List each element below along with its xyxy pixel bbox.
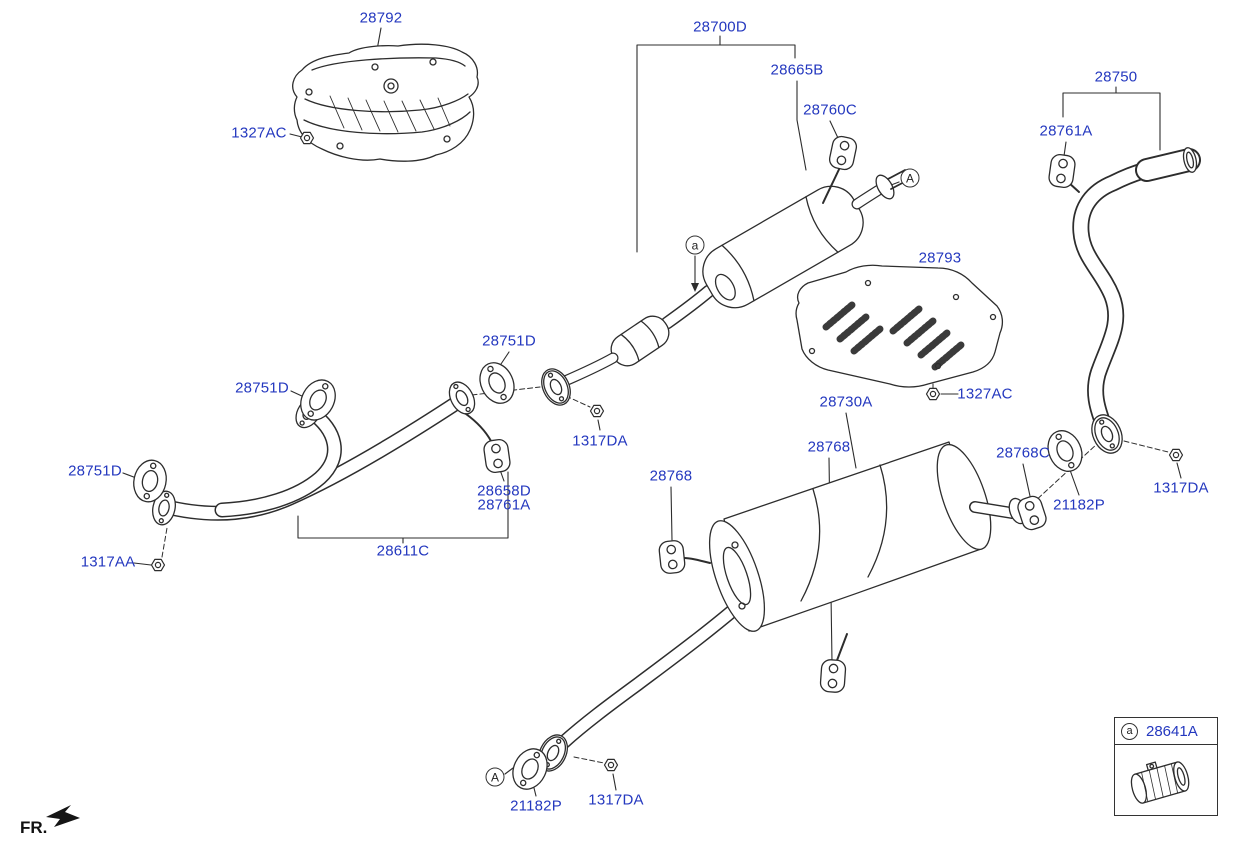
tail-pipe [1067, 147, 1201, 455]
heat-shield-lower [795, 264, 1004, 388]
gasket-28751d-mid [472, 356, 522, 410]
hanger-28768-bottom [819, 658, 847, 694]
nut-1317da-mid [589, 404, 605, 418]
heat-shield-upper [292, 43, 479, 162]
nut-1317aa [150, 558, 166, 572]
nut-1327ac-top [299, 131, 315, 145]
front-pipe-assembly [149, 377, 492, 528]
nut-1317da-rear [1168, 448, 1184, 462]
hanger-28761a-rear [1047, 152, 1077, 190]
nut-1327ac-right [925, 387, 941, 401]
legend-box: a 28641A [1114, 717, 1218, 816]
fr-arrow-icon [46, 805, 80, 827]
nut-1317da-front [603, 758, 619, 772]
hanger-28760c [827, 134, 859, 172]
center-muffler-assembly [538, 164, 909, 408]
hanger-28761a-front [482, 437, 512, 475]
legend-clamp-drawing [1130, 761, 1190, 804]
legend-header: a 28641A [1115, 718, 1217, 745]
legend-part-number: 28641A [1146, 722, 1198, 740]
hanger-28768-left [657, 539, 687, 575]
bracket-28768c [1014, 493, 1050, 533]
legend-marker: a [1121, 722, 1138, 740]
fr-label: FR. [20, 818, 48, 837]
gasket-21182p-rear [1041, 424, 1089, 478]
main-muffler [535, 441, 1028, 774]
